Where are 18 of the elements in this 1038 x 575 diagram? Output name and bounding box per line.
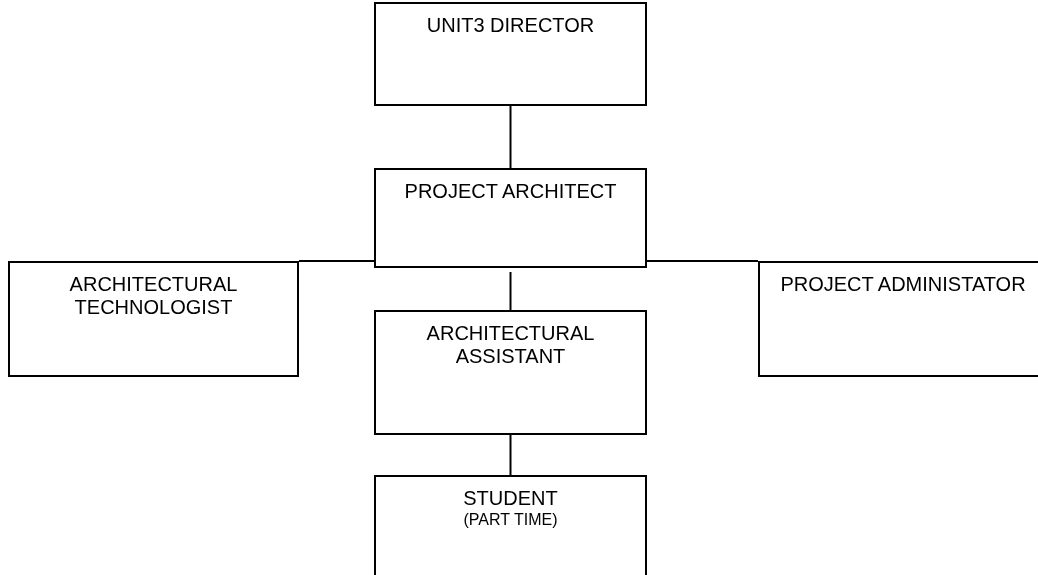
connector-line: [646, 260, 759, 262]
role-title: ARCHITECTURAL ASSISTANT: [425, 322, 596, 368]
role-box: [758, 261, 1038, 377]
role-title: UNIT3 DIRECTOR: [426, 14, 595, 37]
role-title: ARCHITECTURAL TECHNOLOGIST: [68, 273, 239, 319]
role-title: PROJECT ARCHITECT: [404, 180, 617, 203]
connector-line: [298, 260, 375, 262]
role-note: (PART TIME): [463, 510, 558, 529]
connector-line: [509, 271, 512, 311]
connector-line: [509, 105, 512, 169]
role-box: [374, 168, 647, 268]
role-box: [8, 261, 299, 377]
role-title: PROJECT ADMINISTATOR: [780, 273, 1026, 296]
role-box: [374, 475, 647, 575]
role-title: STUDENT: [463, 487, 558, 510]
role-box: [374, 310, 647, 435]
connector-line: [509, 434, 512, 476]
role-box: [374, 2, 647, 106]
